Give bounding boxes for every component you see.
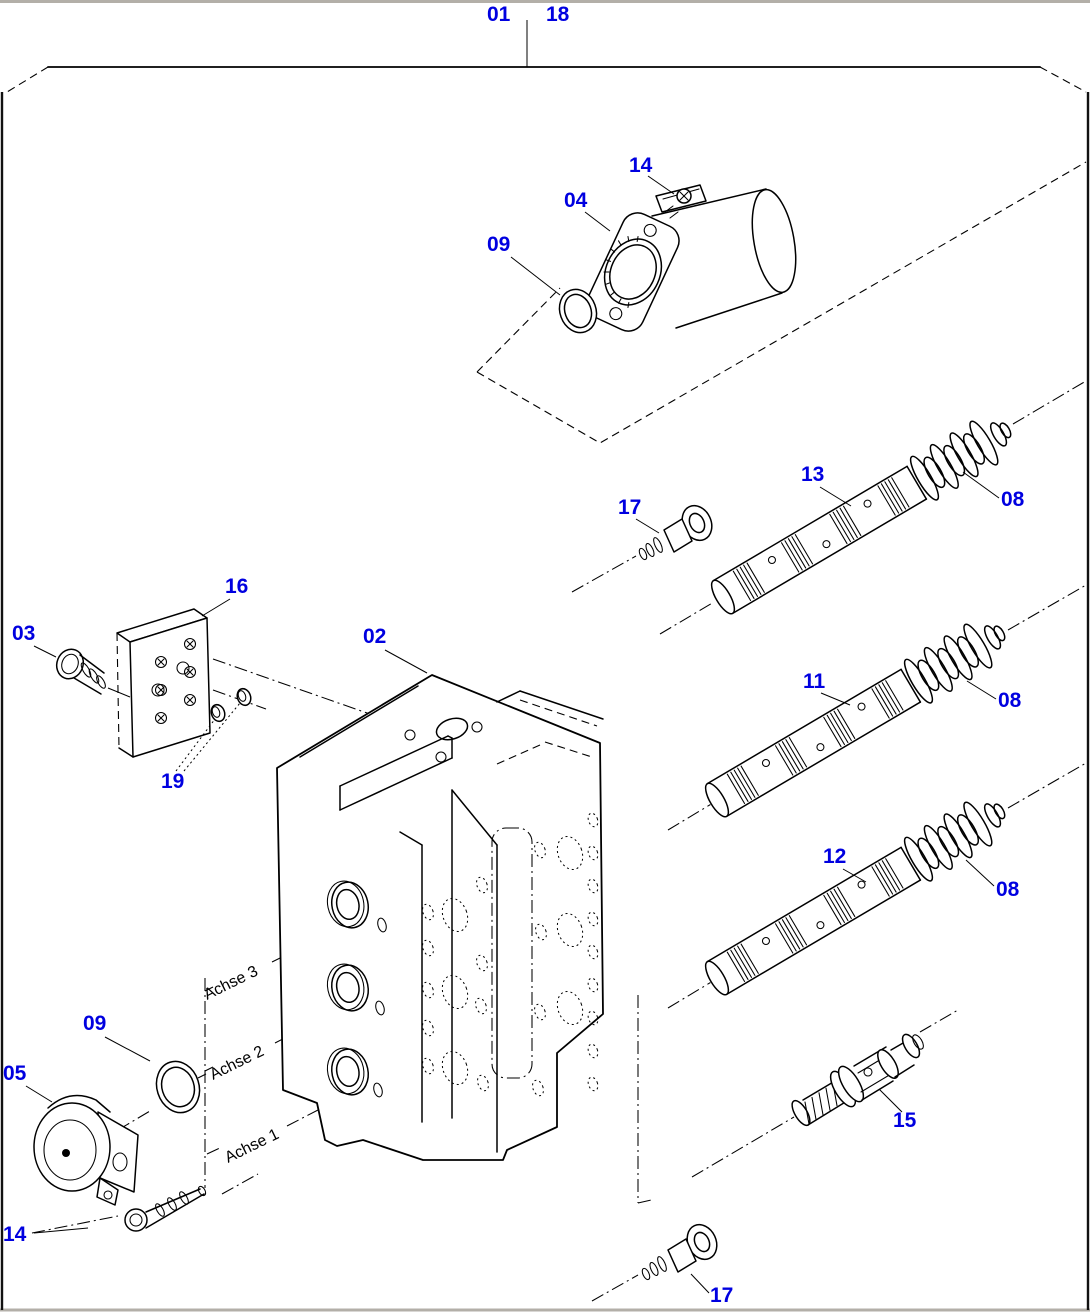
control-spool-12 [699,791,1014,1001]
callout-17-bottom: 17 [710,1284,733,1307]
callout-15: 15 [893,1109,917,1132]
o-ring-09-top [558,288,598,334]
callout-16: 16 [225,575,248,598]
fitting-17-bottom [641,1223,718,1281]
callout-08-bottom: 08 [996,878,1020,901]
plug-screw-03 [55,648,131,698]
axis-labels: Achse 3 Achse 2 Achse 1 [201,963,282,1167]
leader-lines [25,175,1000,1294]
sealing-plugs-19 [210,687,252,723]
callout-02: 02 [363,625,386,648]
callout-08-top: 08 [1001,488,1025,511]
callout-05: 05 [3,1062,27,1085]
plate-screws [154,637,197,725]
bore-achse-2 [331,964,369,1012]
bore-achse-1 [331,1048,369,1096]
flange-knurl [603,236,639,308]
callout-09-top: 09 [487,233,510,256]
pressure-valve-05 [33,1094,139,1206]
callout-14-bottom: 14 [3,1223,27,1246]
callout-03: 03 [12,622,35,645]
callout-17-top: 17 [618,496,641,519]
callout-01: 01 [487,3,511,26]
block-port-holes [326,812,599,1098]
axis-label-achse-2: Achse 2 [207,1043,267,1084]
screw-14-top [664,188,692,219]
callout-09-left: 09 [83,1012,106,1035]
control-spool-11 [699,613,1014,823]
fitting-17-top [638,504,713,561]
callout-13: 13 [801,463,824,486]
callout-labels: 01 18 14 04 09 13 08 17 16 03 02 11 08 19 12 08 09 05 15 14… [3,3,1025,1307]
callout-14-top: 14 [629,154,653,177]
control-spools [699,410,1020,1001]
cartridge-valve-15 [791,1033,925,1135]
axis-label-achse-1: Achse 1 [222,1126,282,1167]
callout-18: 18 [546,3,570,26]
callout-19: 19 [161,770,184,793]
callout-04: 04 [564,189,588,212]
cover-plate-16 [116,608,211,758]
callout-08-mid: 08 [998,689,1022,712]
bore-achse-3 [331,881,369,929]
screw-14-bottom [124,1185,207,1232]
callout-12: 12 [823,845,846,868]
o-ring-09-left [155,1060,201,1114]
control-spool-13 [705,410,1020,620]
axis-label-achse-3: Achse 3 [201,963,261,1004]
solenoid-valve-04 [586,184,797,332]
callout-11: 11 [803,670,826,693]
valve-block-02 [276,674,604,1161]
